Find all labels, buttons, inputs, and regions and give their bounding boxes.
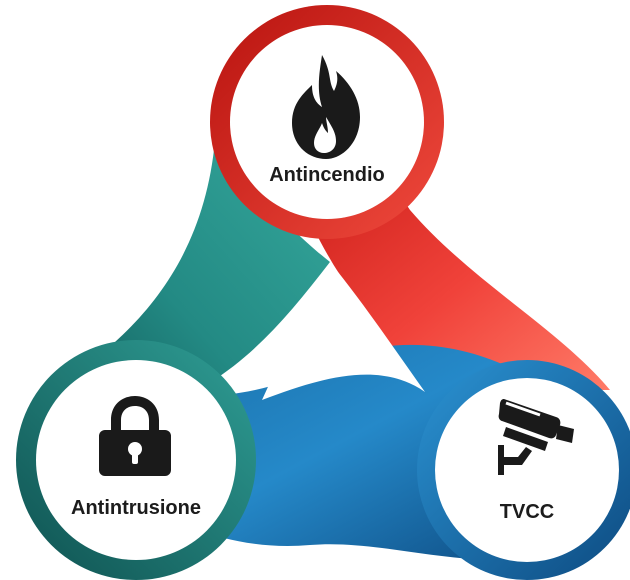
intrusion-node-label: Antintrusione: [71, 497, 201, 519]
cctv-node-face: [435, 378, 619, 562]
node-fire[interactable]: Antincendio: [210, 5, 444, 239]
node-cctv[interactable]: TVCC: [417, 360, 630, 580]
fire-node-label: Antincendio: [269, 164, 385, 186]
padlock-icon: [99, 396, 171, 476]
center-gap: [262, 262, 425, 400]
flame-icon: [292, 55, 360, 159]
cctv-camera-icon: [498, 399, 574, 475]
cctv-node-label: TVCC: [500, 501, 554, 523]
node-intrusion[interactable]: Antintrusione: [16, 340, 256, 580]
